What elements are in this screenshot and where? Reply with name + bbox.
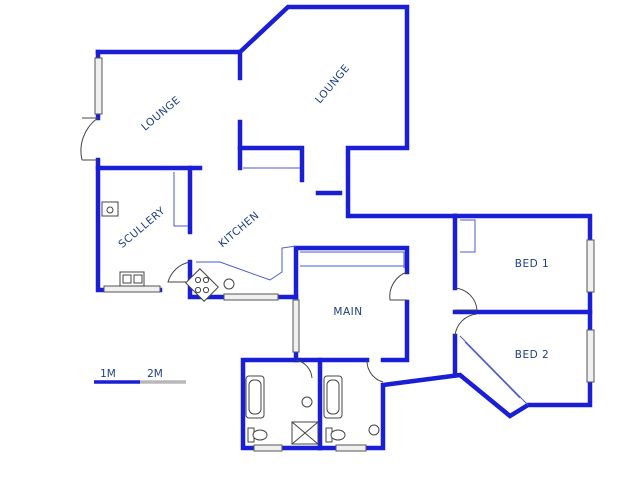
room-labels: LOUNGE LOUNGE SCULLERY KITCHEN MAIN BED …	[116, 62, 549, 361]
scale-bar: 1M 2M	[94, 368, 186, 384]
room-label-bed-2: BED 2	[515, 349, 549, 361]
doors	[80, 117, 478, 383]
room-label-kitchen: KITCHEN	[216, 209, 261, 250]
room-label-lounge-1: LOUNGE	[139, 94, 183, 133]
room-label-main: MAIN	[333, 306, 362, 318]
windows	[94, 57, 595, 452]
scale-label-1m: 1M	[100, 368, 116, 380]
room-label-lounge-2: LOUNGE	[313, 62, 352, 106]
scale-label-2m: 2M	[147, 368, 163, 380]
interior-lines	[173, 167, 529, 406]
fixtures	[101, 201, 380, 445]
room-label-bed-1: BED 1	[515, 258, 549, 270]
room-label-scullery: SCULLERY	[116, 205, 167, 251]
